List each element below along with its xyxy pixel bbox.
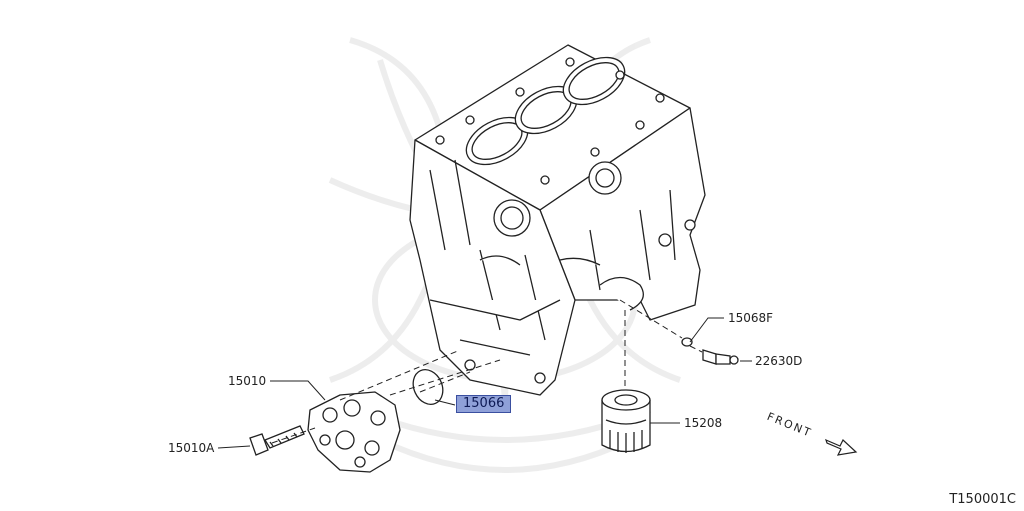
gasket	[412, 368, 444, 406]
o-ring	[681, 337, 693, 347]
cylinder-block	[409, 44, 706, 396]
leader-lines	[217, 317, 752, 449]
callout-15010[interactable]: 15010	[228, 374, 267, 388]
bolt	[249, 425, 305, 456]
oil-filter	[601, 389, 651, 453]
diagram-code: T150001C	[949, 492, 1016, 507]
callout-15010A[interactable]: 15010A	[168, 441, 215, 455]
front-arrow-icon	[825, 438, 858, 456]
callout-15066[interactable]: 15066	[456, 395, 512, 413]
oil-pump	[307, 391, 401, 473]
callout-22630D[interactable]: 22630D	[755, 354, 803, 368]
callout-15208[interactable]: 15208	[684, 416, 723, 430]
callout-15068F[interactable]: 15068F	[728, 311, 774, 325]
oil-pressure-switch	[702, 349, 739, 365]
assembly-lines	[271, 299, 703, 444]
